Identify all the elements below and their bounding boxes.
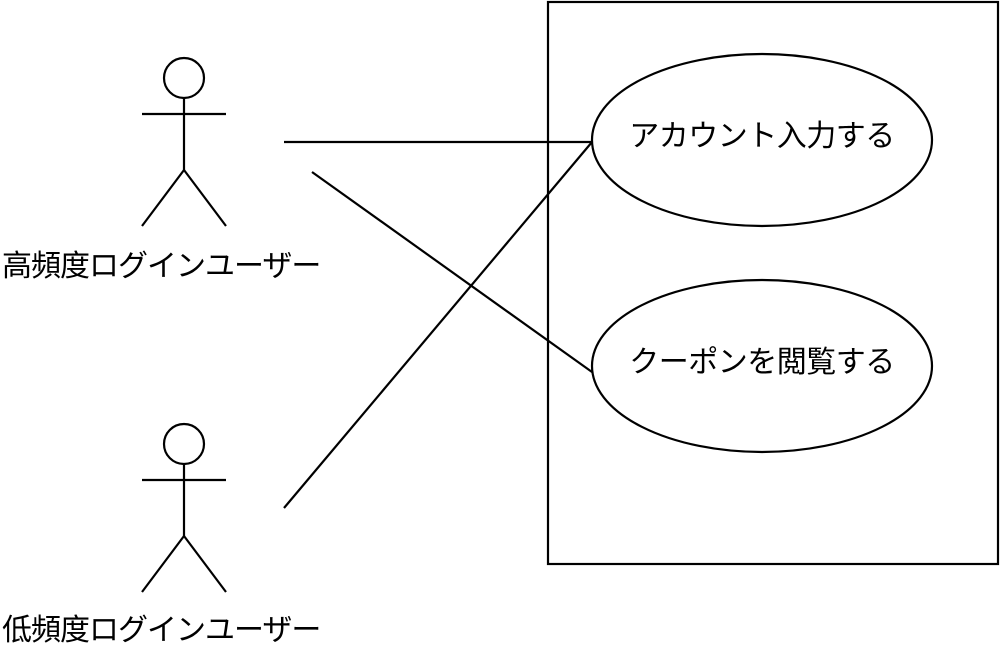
use-case-ellipse-coupon: [590, 278, 934, 454]
actor-low-head: [162, 422, 206, 466]
use-case-label-coupon: クーポンを閲覧する: [629, 345, 895, 380]
actor-low-stick-figure: [141, 422, 227, 593]
actor-low-right-leg: [183, 535, 227, 593]
actor-high-head: [162, 56, 206, 100]
association-high-coupon: [311, 171, 593, 373]
actor-low-left-leg: [141, 535, 185, 593]
actor-high-stick-figure: [141, 56, 227, 227]
association-low-account: [283, 141, 593, 509]
actor-label-low: 低頻度ログインユーザー: [2, 613, 321, 648]
use-case-label-account: アカウント入力する: [629, 119, 895, 154]
actor-high-left-leg: [141, 169, 185, 227]
actor-high-right-leg: [183, 169, 227, 227]
use-case-ellipse-account: [590, 52, 934, 228]
actor-label-high: 高頻度ログインユーザー: [2, 249, 321, 284]
